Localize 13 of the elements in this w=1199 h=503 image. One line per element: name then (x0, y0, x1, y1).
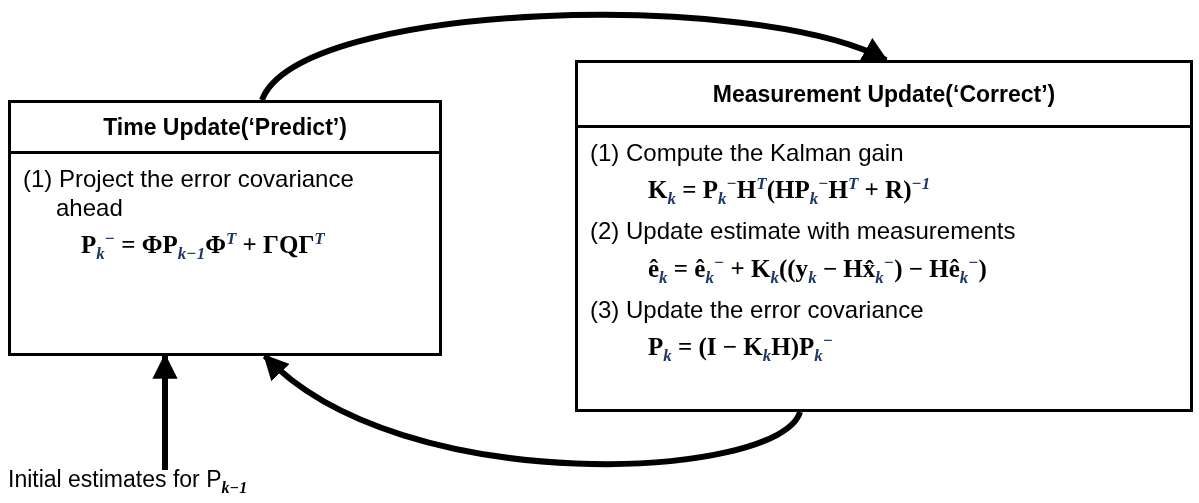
box-heading: Time Update(‘Predict’) (11, 103, 439, 154)
step-text: (1) Compute the Kalman gain (590, 138, 905, 167)
process-box (8, 100, 442, 356)
step-text: (2) Update estimate with measurements (590, 216, 1017, 246)
input-label: Initial estimates for P$_{k−1}$ (8, 466, 248, 497)
formula-text: ê$_{k}$ = ê$_{k}$$^{−}$ + K$_{k}$((y$_{k}$ − Hx̂$_{k}$$^{−}$) − Hê$_{k}$$^{−}$) (647, 251, 988, 289)
step-text: (1) Project the error covariance ahead (23, 164, 355, 222)
formula-text: P$_{k}$$^{−}$ = ΦP$_{k−1}$Φ$^{T}$ + ΓQΓ$^{T}$ (80, 228, 326, 266)
formula-text: K$_{k}$ = P$_{k}$$^{−}$H$^{T}$(HP$_{k}$$^{−}$H$^{T}$ + R)$^{−1}$ (647, 173, 932, 211)
box-heading: Measurement Update(‘Correct’) (578, 63, 1190, 128)
process-box (575, 60, 1193, 412)
step-text: (3) Update the error covariance (590, 294, 925, 324)
arrow (259, 11, 889, 102)
